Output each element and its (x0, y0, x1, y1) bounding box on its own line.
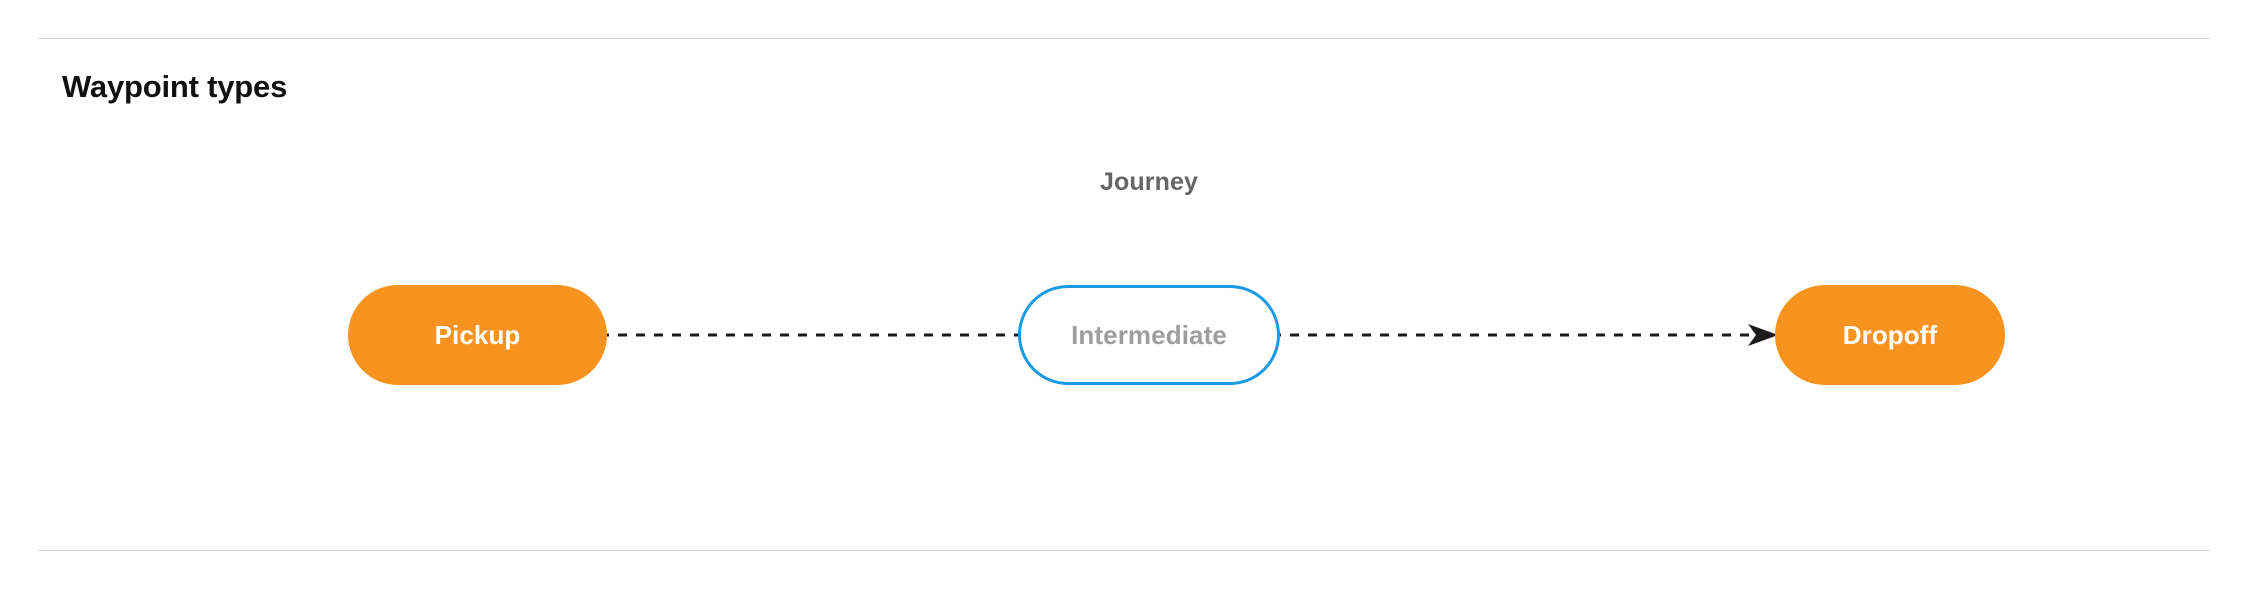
waypoint-node-pickup-label: Pickup (434, 319, 521, 350)
edge-pickup-intermediate (600, 320, 1025, 350)
waypoint-node-intermediate-label: Intermediate (1071, 319, 1227, 350)
waypoint-node-intermediate[interactable]: Intermediate (1018, 285, 1280, 385)
section-divider-top (38, 38, 2210, 39)
arrowhead-icon (1748, 324, 1778, 346)
edge-intermediate-dropoff (1272, 320, 1784, 350)
page-title: Waypoint types (62, 69, 288, 104)
section-divider-bottom (38, 550, 2210, 551)
journey-group-label: Journey (1100, 168, 1198, 196)
waypoint-node-pickup[interactable]: Pickup (348, 285, 607, 385)
waypoint-node-dropoff[interactable]: Dropoff (1775, 285, 2005, 385)
waypoint-node-dropoff-label: Dropoff (1842, 319, 1938, 350)
